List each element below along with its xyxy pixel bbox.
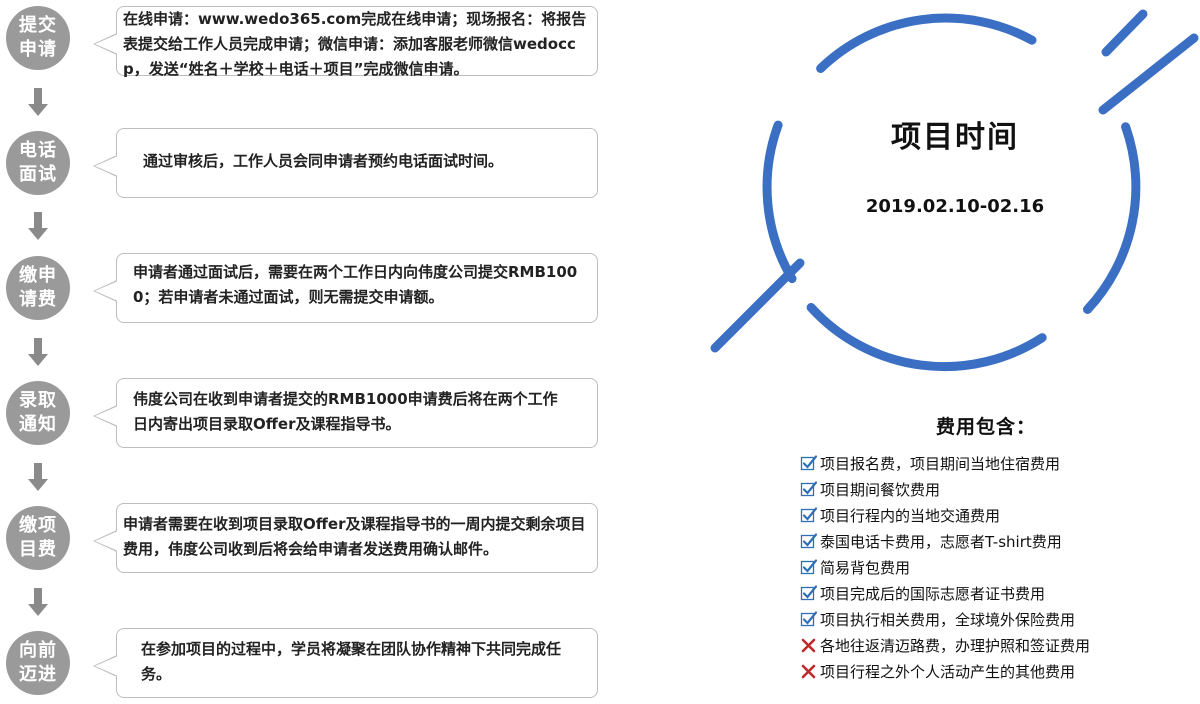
check-icon: [800, 585, 818, 601]
step-bubble: 伟度公司在收到申请者提交的RMB1000申请费后将在两个工作日内寄出项目录取Of…: [93, 378, 598, 448]
step-text: 申请者需要在收到项目录取Offer及课程指导书的一周内提交剩余项目费用，伟度公司…: [123, 515, 586, 558]
cross-icon: [801, 638, 816, 653]
step-text: 伟度公司在收到申请者提交的RMB1000申请费后将在两个工作日内寄出项目录取Of…: [133, 390, 558, 433]
fee-item-text: 项目行程之外个人活动产生的其他费用: [820, 662, 1076, 681]
step-circle: 缴项 目费: [6, 506, 70, 570]
fee-item-text: 泰国电话卡费用，志愿者T-shirt费用: [820, 532, 1062, 551]
cross-icon: [801, 664, 816, 679]
check-icon: [800, 507, 818, 523]
step-bubble: 在线申请：www.wedo365.com完成在线申请；现场报名：将报告表提交给工…: [93, 6, 598, 78]
step-bubble: 在参加项目的过程中，学员将凝聚在团队协作精神下共同完成任务。: [93, 628, 598, 698]
step-bubble: 申请者通过面试后，需要在两个工作日内向伟度公司提交RMB1000；若申请者未通过…: [93, 253, 598, 323]
fee-item-text: 各地往返清迈路费，办理护照和签证费用: [820, 636, 1091, 655]
step-bubble: 通过审核后，工作人员会同申请者预约电话面试时间。: [93, 128, 598, 198]
check-icon: [800, 611, 818, 627]
fee-item-text: 项目期间餐饮费用: [820, 480, 941, 499]
fee-item: 泰国电话卡费用，志愿者T-shirt费用: [800, 528, 1090, 554]
check-icon: [800, 455, 818, 471]
step-text: 申请者通过面试后，需要在两个工作日内向伟度公司提交RMB1000；若申请者未通过…: [133, 263, 578, 306]
down-arrow-icon: [28, 338, 48, 368]
fee-item-text: 项目行程内的当地交通费用: [820, 506, 1001, 525]
fees-list: 项目报名费，项目期间当地住宿费用 项目期间餐饮费用 项目行程内的当地交通费用 泰…: [800, 450, 1090, 684]
fee-item-text: 项目执行相关费用，全球境外保险费用: [820, 610, 1076, 629]
fee-item: 简易背包费用: [800, 554, 1090, 580]
ring-graphic: [710, 9, 1199, 372]
fee-item: 项目期间餐饮费用: [800, 476, 1090, 502]
step-circle: 电话 面试: [6, 131, 70, 195]
fee-item: 项目行程之外个人活动产生的其他费用: [800, 658, 1090, 684]
down-arrow-icon: [28, 212, 48, 242]
fee-item: 项目行程内的当地交通费用: [800, 502, 1090, 528]
step-circle: 提交 申请: [6, 6, 70, 70]
check-icon: [800, 559, 818, 575]
step-bubble: 申请者需要在收到项目录取Offer及课程指导书的一周内提交剩余项目费用，伟度公司…: [93, 503, 598, 573]
fee-item: 项目完成后的国际志愿者证书费用: [800, 580, 1090, 606]
fee-item: 项目报名费，项目期间当地住宿费用: [800, 450, 1090, 476]
check-icon: [800, 481, 818, 497]
project-title: 项目时间: [891, 120, 1019, 155]
step-circle: 缴申 请费: [6, 256, 70, 320]
down-arrow-icon: [28, 463, 48, 493]
step-circle: 录取 通知: [6, 381, 70, 445]
project-date: 2019.02.10-02.16: [865, 196, 1045, 217]
down-arrow-icon: [28, 588, 48, 618]
fees-title: 费用包含：: [936, 416, 1037, 438]
fee-item-text: 项目报名费，项目期间当地住宿费用: [820, 454, 1061, 473]
check-icon: [800, 533, 818, 549]
step-text: 通过审核后，工作人员会同申请者预约电话面试时间。: [143, 152, 504, 170]
down-arrow-icon: [28, 88, 48, 118]
fee-item-text: 简易背包费用: [820, 558, 911, 577]
fee-item: 项目执行相关费用，全球境外保险费用: [800, 606, 1090, 632]
step-text: 在参加项目的过程中，学员将凝聚在团队协作精神下共同完成任务。: [141, 640, 562, 683]
step-text: 在线申请：www.wedo365.com完成在线申请；现场报名：将报告表提交给工…: [123, 10, 587, 78]
fee-item-text: 项目完成后的国际志愿者证书费用: [820, 584, 1046, 603]
fee-item: 各地往返清迈路费，办理护照和签证费用: [800, 632, 1090, 658]
step-circle: 向前 迈进: [6, 631, 70, 695]
